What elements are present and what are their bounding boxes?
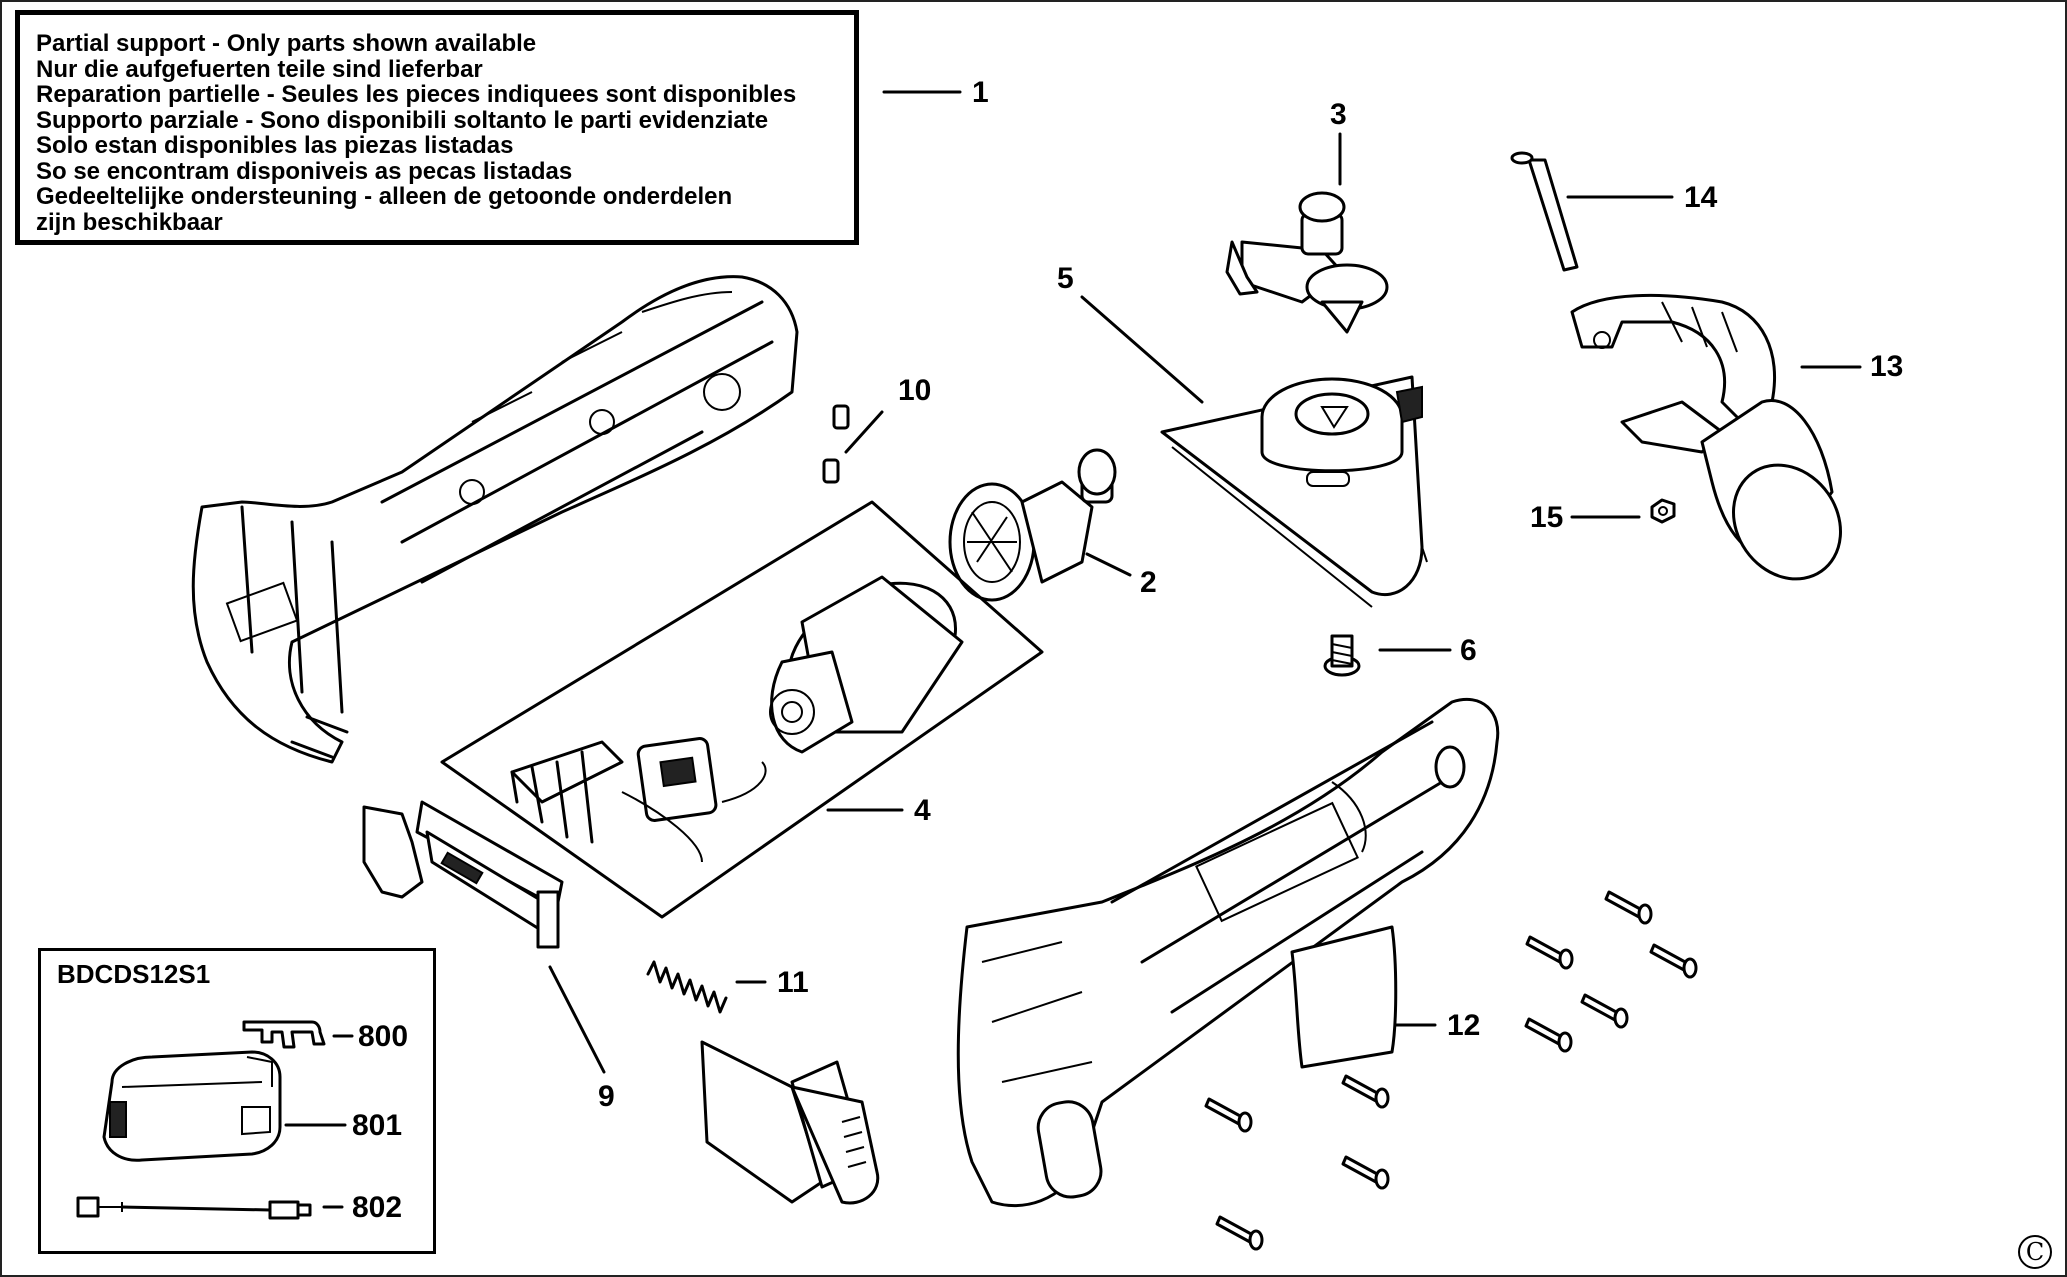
partial-support-notice: Partial support - Only parts shown avail…: [15, 10, 859, 245]
part-labels: 1 2 3 4 5 6 9 10 11 12 13 14 15 800 801 …: [352, 76, 1903, 1224]
kit-label-800: 800: [358, 1020, 408, 1053]
sanding-pad-part: [1160, 375, 1428, 608]
gear-bearing-part: [948, 448, 1117, 602]
part-label-11: 11: [777, 966, 809, 999]
battery-door-part: [700, 1040, 880, 1205]
clamp-lever-part: [1225, 191, 1389, 334]
copyright-icon: C: [2018, 1235, 2052, 1269]
battery-latch-part: [362, 800, 564, 949]
part-label-4: 4: [914, 794, 931, 827]
kit-contents-box: BDCDS12S1: [38, 948, 436, 1254]
part-label-13: 13: [1870, 350, 1903, 383]
notice-line-de: Nur die aufgefuerten teile sind lieferba…: [36, 55, 483, 83]
part-label-10: 10: [898, 374, 931, 407]
kit-battery-pack: [102, 1050, 282, 1162]
part-label-14: 14: [1684, 181, 1718, 214]
kit-label-802: 802: [352, 1191, 402, 1224]
housing-half-part: [191, 275, 799, 764]
kit-title: BDCDS12S1: [57, 959, 211, 989]
part-label-5: 5: [1057, 262, 1074, 295]
nut-part: [1650, 498, 1676, 524]
notice-line-it: Supporto parziale - Sono disponibili sol…: [36, 106, 769, 134]
front-housing-part: [956, 697, 1698, 1251]
kit-charger-clip: [242, 1020, 326, 1049]
long-pin-part: [1510, 151, 1579, 272]
part-label-6: 6: [1460, 634, 1477, 667]
part-label-12: 12: [1447, 1009, 1480, 1042]
notice-line-es: Solo estan disponibles las piezas listad…: [36, 132, 514, 159]
part-label-2: 2: [1140, 566, 1157, 599]
part-label-15: 15: [1530, 501, 1563, 534]
housing-screws: [1204, 890, 1698, 1251]
dust-adapter-part: [1570, 293, 1842, 581]
part-label-3: 3: [1330, 98, 1347, 131]
motor-assembly-part: [440, 500, 1044, 919]
screw-part: [1323, 634, 1361, 677]
notice-line-nl: Gedeeltelijke ondersteuning - alleen de …: [36, 183, 733, 210]
kit-usb-cable: [76, 1196, 312, 1220]
notice-line-fr: Reparation partielle - Seules les pieces…: [36, 81, 797, 108]
spring-part: [646, 960, 728, 1014]
leader-lines: [284, 90, 1862, 1209]
pin-part: [822, 404, 850, 484]
kit-label-801: 801: [352, 1109, 402, 1142]
notice-line-en: Partial support - Only parts shown avail…: [36, 30, 537, 57]
notice-line-pt: So se encontram disponiveis as pecas lis…: [36, 157, 573, 185]
part-label-9: 9: [598, 1080, 615, 1113]
part-label-1: 1: [972, 76, 989, 109]
notice-line-nl-cont: zijn beschikbaar: [36, 208, 223, 236]
